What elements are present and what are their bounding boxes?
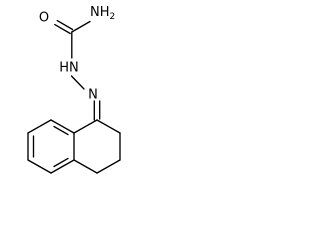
bond-c3-c4: [96, 159, 121, 174]
chemical-structure: O NH2 HN N: [27, 5, 121, 174]
imine-nitrogen-label: N: [88, 88, 98, 103]
semicarbazone-group: [54, 19, 101, 121]
aromatic-inner-bond-3: [53, 157, 69, 168]
bond-c1-c2: [96, 119, 121, 134]
bond-c5-c6: [27, 159, 52, 174]
bond-c4a-c5: [50, 159, 75, 174]
amine-nh2-label: NH2: [90, 5, 115, 22]
amine-nh-text: NH: [90, 5, 110, 20]
hydrazone-nh-label: HN: [59, 61, 79, 76]
amine-subscript: 2: [110, 12, 116, 22]
aromatic-inner-bond-1: [53, 125, 69, 136]
bond-nh-n: [70, 75, 85, 90]
bond-c-o-1: [56, 19, 74, 31]
tetrahydronaphthalene-rings: [27, 119, 121, 174]
bond-c-o-2: [54, 23, 71, 35]
bond-c7-c8: [27, 119, 52, 134]
bond-c4-c4a: [73, 159, 98, 174]
bond-c8-c8a: [50, 119, 75, 134]
bond-c1-c8a: [73, 119, 98, 134]
bond-c-nh2: [71, 20, 91, 33]
oxygen-label: O: [39, 11, 49, 26]
